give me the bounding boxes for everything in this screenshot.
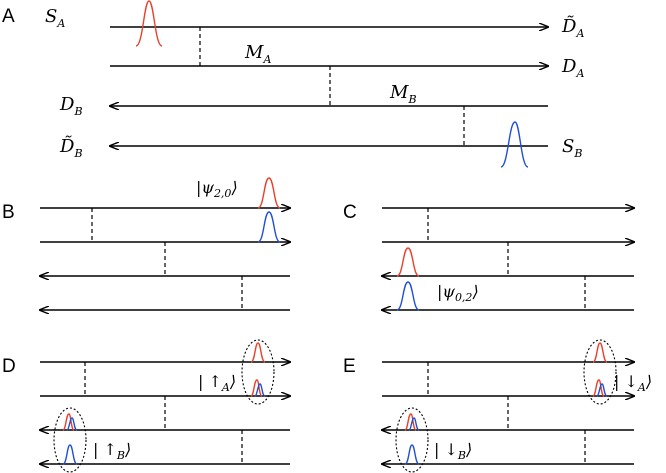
red-pulse-b bbox=[257, 177, 281, 209]
red-pulse-e-left bbox=[404, 413, 417, 431]
panel-letter-c: C bbox=[343, 202, 357, 223]
label-source-b: SB bbox=[562, 136, 582, 160]
dotted-ellipse-d-right bbox=[241, 339, 275, 405]
state-down-b: | ↓B⟩ bbox=[434, 440, 472, 462]
red-pulse-c bbox=[396, 247, 420, 277]
panel-letter-e: E bbox=[343, 356, 356, 377]
red-pulse-d-top bbox=[250, 342, 266, 363]
label-detector-a-tilde: D̃A bbox=[561, 15, 584, 40]
blue-pulse-d-bottom bbox=[254, 383, 266, 397]
panel-b: B |ψ2,0⟩ bbox=[2, 177, 290, 310]
label-detector-b-tilde: D̃B bbox=[59, 135, 83, 160]
blue-pulse-d-left-bottom bbox=[62, 444, 78, 465]
label-detector-a: DA bbox=[561, 56, 584, 80]
red-pulse-d-left bbox=[62, 413, 75, 431]
blue-pulse-c bbox=[396, 281, 420, 311]
panel-c: C |ψ0,2⟩ bbox=[343, 202, 634, 310]
blue-pulse-a bbox=[500, 121, 529, 168]
label-detector-b: DB bbox=[59, 94, 83, 118]
panel-letter-b: B bbox=[2, 202, 15, 223]
red-pulse-d-bottom bbox=[250, 379, 263, 397]
panel-d: D | ↑A⟩ | ↑B⟩ bbox=[2, 339, 290, 473]
state-down-a: | ↓A⟩ bbox=[614, 372, 652, 394]
blue-pulse-e-left-bottom bbox=[404, 444, 420, 465]
panel-letter-a: A bbox=[2, 6, 15, 27]
label-mirror-b: MB bbox=[389, 82, 417, 106]
dotted-ellipse-d-left bbox=[53, 407, 87, 473]
state-up-b: | ↑B⟩ bbox=[93, 440, 131, 462]
red-pulse-e-bottom bbox=[592, 379, 605, 397]
blue-pulse-b bbox=[257, 211, 281, 243]
state-up-a: | ↑A⟩ bbox=[198, 372, 236, 394]
label-source-a: SA bbox=[45, 6, 65, 30]
panel-e: E | ↓A⟩ | ↓B⟩ bbox=[343, 339, 652, 473]
blue-pulse-e-left-top bbox=[408, 417, 420, 431]
state-psi-20: |ψ2,0⟩ bbox=[196, 178, 238, 200]
panel-letter-d: D bbox=[2, 356, 16, 377]
blue-pulse-d-left-top bbox=[66, 417, 78, 431]
blue-pulse-e-bottom bbox=[596, 383, 608, 397]
dotted-ellipse-e-right bbox=[583, 339, 617, 405]
dotted-ellipse-e-left bbox=[395, 407, 429, 473]
state-psi-02: |ψ0,2⟩ bbox=[437, 282, 479, 304]
red-pulse-a bbox=[135, 0, 163, 47]
red-pulse-e-top bbox=[592, 342, 608, 363]
label-mirror-a: MA bbox=[244, 42, 271, 66]
panel-a: A SA D̃A MA DA MB DB D̃B SB bbox=[2, 0, 584, 168]
